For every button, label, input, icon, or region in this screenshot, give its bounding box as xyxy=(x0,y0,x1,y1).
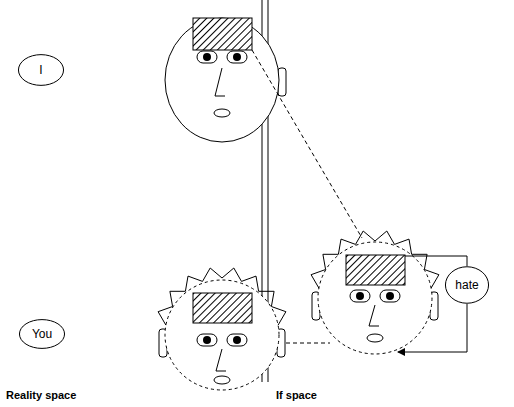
face-i xyxy=(165,18,286,142)
face-you xyxy=(158,268,286,390)
space-label: Reality space xyxy=(6,389,76,401)
node-text: I xyxy=(39,63,42,77)
mapping-line xyxy=(252,50,362,238)
space-label: If space xyxy=(276,389,317,401)
ellipse-node: You xyxy=(19,319,65,349)
relation-arrow xyxy=(398,304,467,352)
face-if-space xyxy=(311,231,439,354)
mapping-line xyxy=(286,343,330,344)
node-text: hate xyxy=(455,278,478,292)
ellipse-node: hate xyxy=(445,266,489,304)
relation-line xyxy=(405,256,467,266)
ellipse-node: I xyxy=(18,54,64,86)
node-text: You xyxy=(32,327,52,341)
